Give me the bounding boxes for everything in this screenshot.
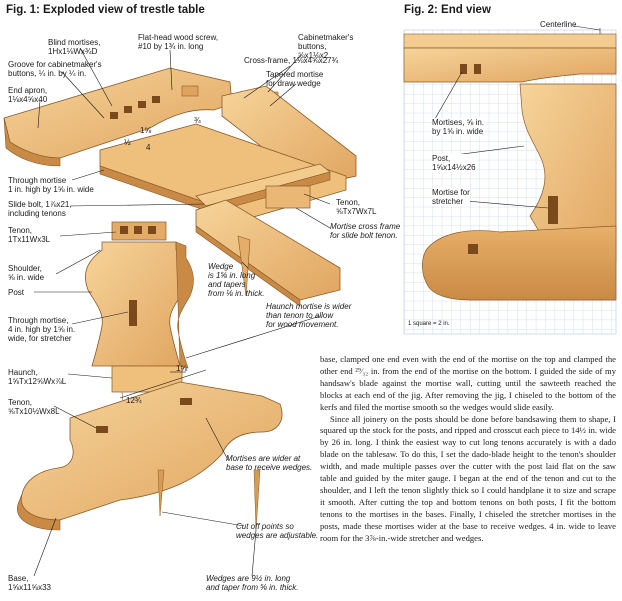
label-dim-3-4: ¾ (194, 116, 201, 125)
label-dim-12-3-4: 12¾ (126, 396, 142, 405)
label-fig2-scale: 1 square = 2 in. (408, 321, 450, 327)
label-dim-1-5-8: 1⅝ (140, 126, 152, 135)
label-screw: Flat-head wood screw, #10 by 1¾ in. long (138, 33, 219, 51)
figure1-title: Fig. 1: Exploded view of trestle table (6, 4, 205, 16)
slide-bolt (195, 163, 331, 215)
label-cut-off: Cut off points so wedges are adjustable. (236, 522, 319, 540)
label-blind-mortises: Blind mortises, 1Hx1⅛Wx¾D (48, 38, 101, 56)
label-dim-1-2: ½ (124, 138, 131, 147)
article-body: base, clamped one end even with the end … (320, 354, 616, 545)
label-through-mortise-mid: Through mortise, 4 in. high by 1⅝ in. wi… (8, 316, 76, 343)
end-apron (3, 67, 233, 167)
label-wedges-long: Wedges are 9½ in. long and taper from ⅝ … (206, 574, 299, 592)
figure1-leaders (33, 47, 331, 577)
label-tenon-base: Tenon, ⅝Tx10½Wx8L (8, 398, 60, 416)
figure2-title: Fig. 2: End view (404, 4, 491, 16)
article-paragraph: base, clamped one end even with the end … (320, 354, 616, 412)
post (85, 221, 194, 413)
label-fig2-post: Post, 1⅝x14½x26 (432, 154, 476, 172)
label-fig2-mortise-stretcher: Mortise for stretcher (432, 188, 470, 206)
label-shoulder: Shoulder, ⅝ in. wide (8, 264, 45, 282)
label-wedge: Wedge is 1⅝ in. long and tapers from ⅛ i… (208, 262, 265, 298)
label-centerline: Centerline (540, 20, 577, 29)
loose-wedges (157, 469, 261, 531)
label-mortises-wider: Mortises are wider at base to receive we… (226, 454, 313, 472)
label-base: Base, 1⅝x11⅝x33 (8, 574, 51, 592)
label-post: Post (8, 288, 25, 297)
label-tenon-slide: Tenon, ⅝Tx7Wx7L (336, 198, 377, 216)
label-tenon-post: Tenon, 1Tx11Wx3L (8, 226, 51, 244)
label-dim-4: 4 (146, 143, 151, 152)
label-slide-bolt: Slide bolt, 1⅞x21, including tenons (8, 200, 72, 218)
label-haunch-mortise: Haunch mortise is wider than tenon to al… (266, 302, 352, 329)
label-fig2-mortises: Mortises, ⅝ in. by 1⅝ in. wide (432, 118, 485, 136)
label-dim-1-5-8-b: 1⅝ (176, 364, 188, 373)
end-view-top (403, 33, 617, 83)
label-through-mortise-top: Through mortise 1 in. high by 1⅝ in. wid… (8, 176, 94, 194)
label-tapered-mortise: Tapered mortise for draw wedge (266, 70, 324, 88)
label-end-apron: End apron, 1⅛x4⅝x40 (8, 86, 48, 104)
end-view-base (422, 225, 617, 301)
label-groove: Groove for cabinetmaker's buttons, ¼ in.… (8, 60, 102, 78)
base (17, 369, 283, 531)
article-paragraph: Since all joinery on the posts should be… (320, 413, 616, 543)
label-haunch: Haunch, 1⅝Tx12⅝Wx⅞L (8, 368, 67, 386)
label-cross-frame: Cross-frame, 1⅛x4⅝x27¾ (244, 56, 339, 65)
label-cabinet-buttons: Cabinetmaker's buttons, ⅝x1⅛x2 (298, 33, 354, 60)
label-mortise-cross-frame: Mortise cross frame for slide bolt tenon… (330, 222, 401, 240)
